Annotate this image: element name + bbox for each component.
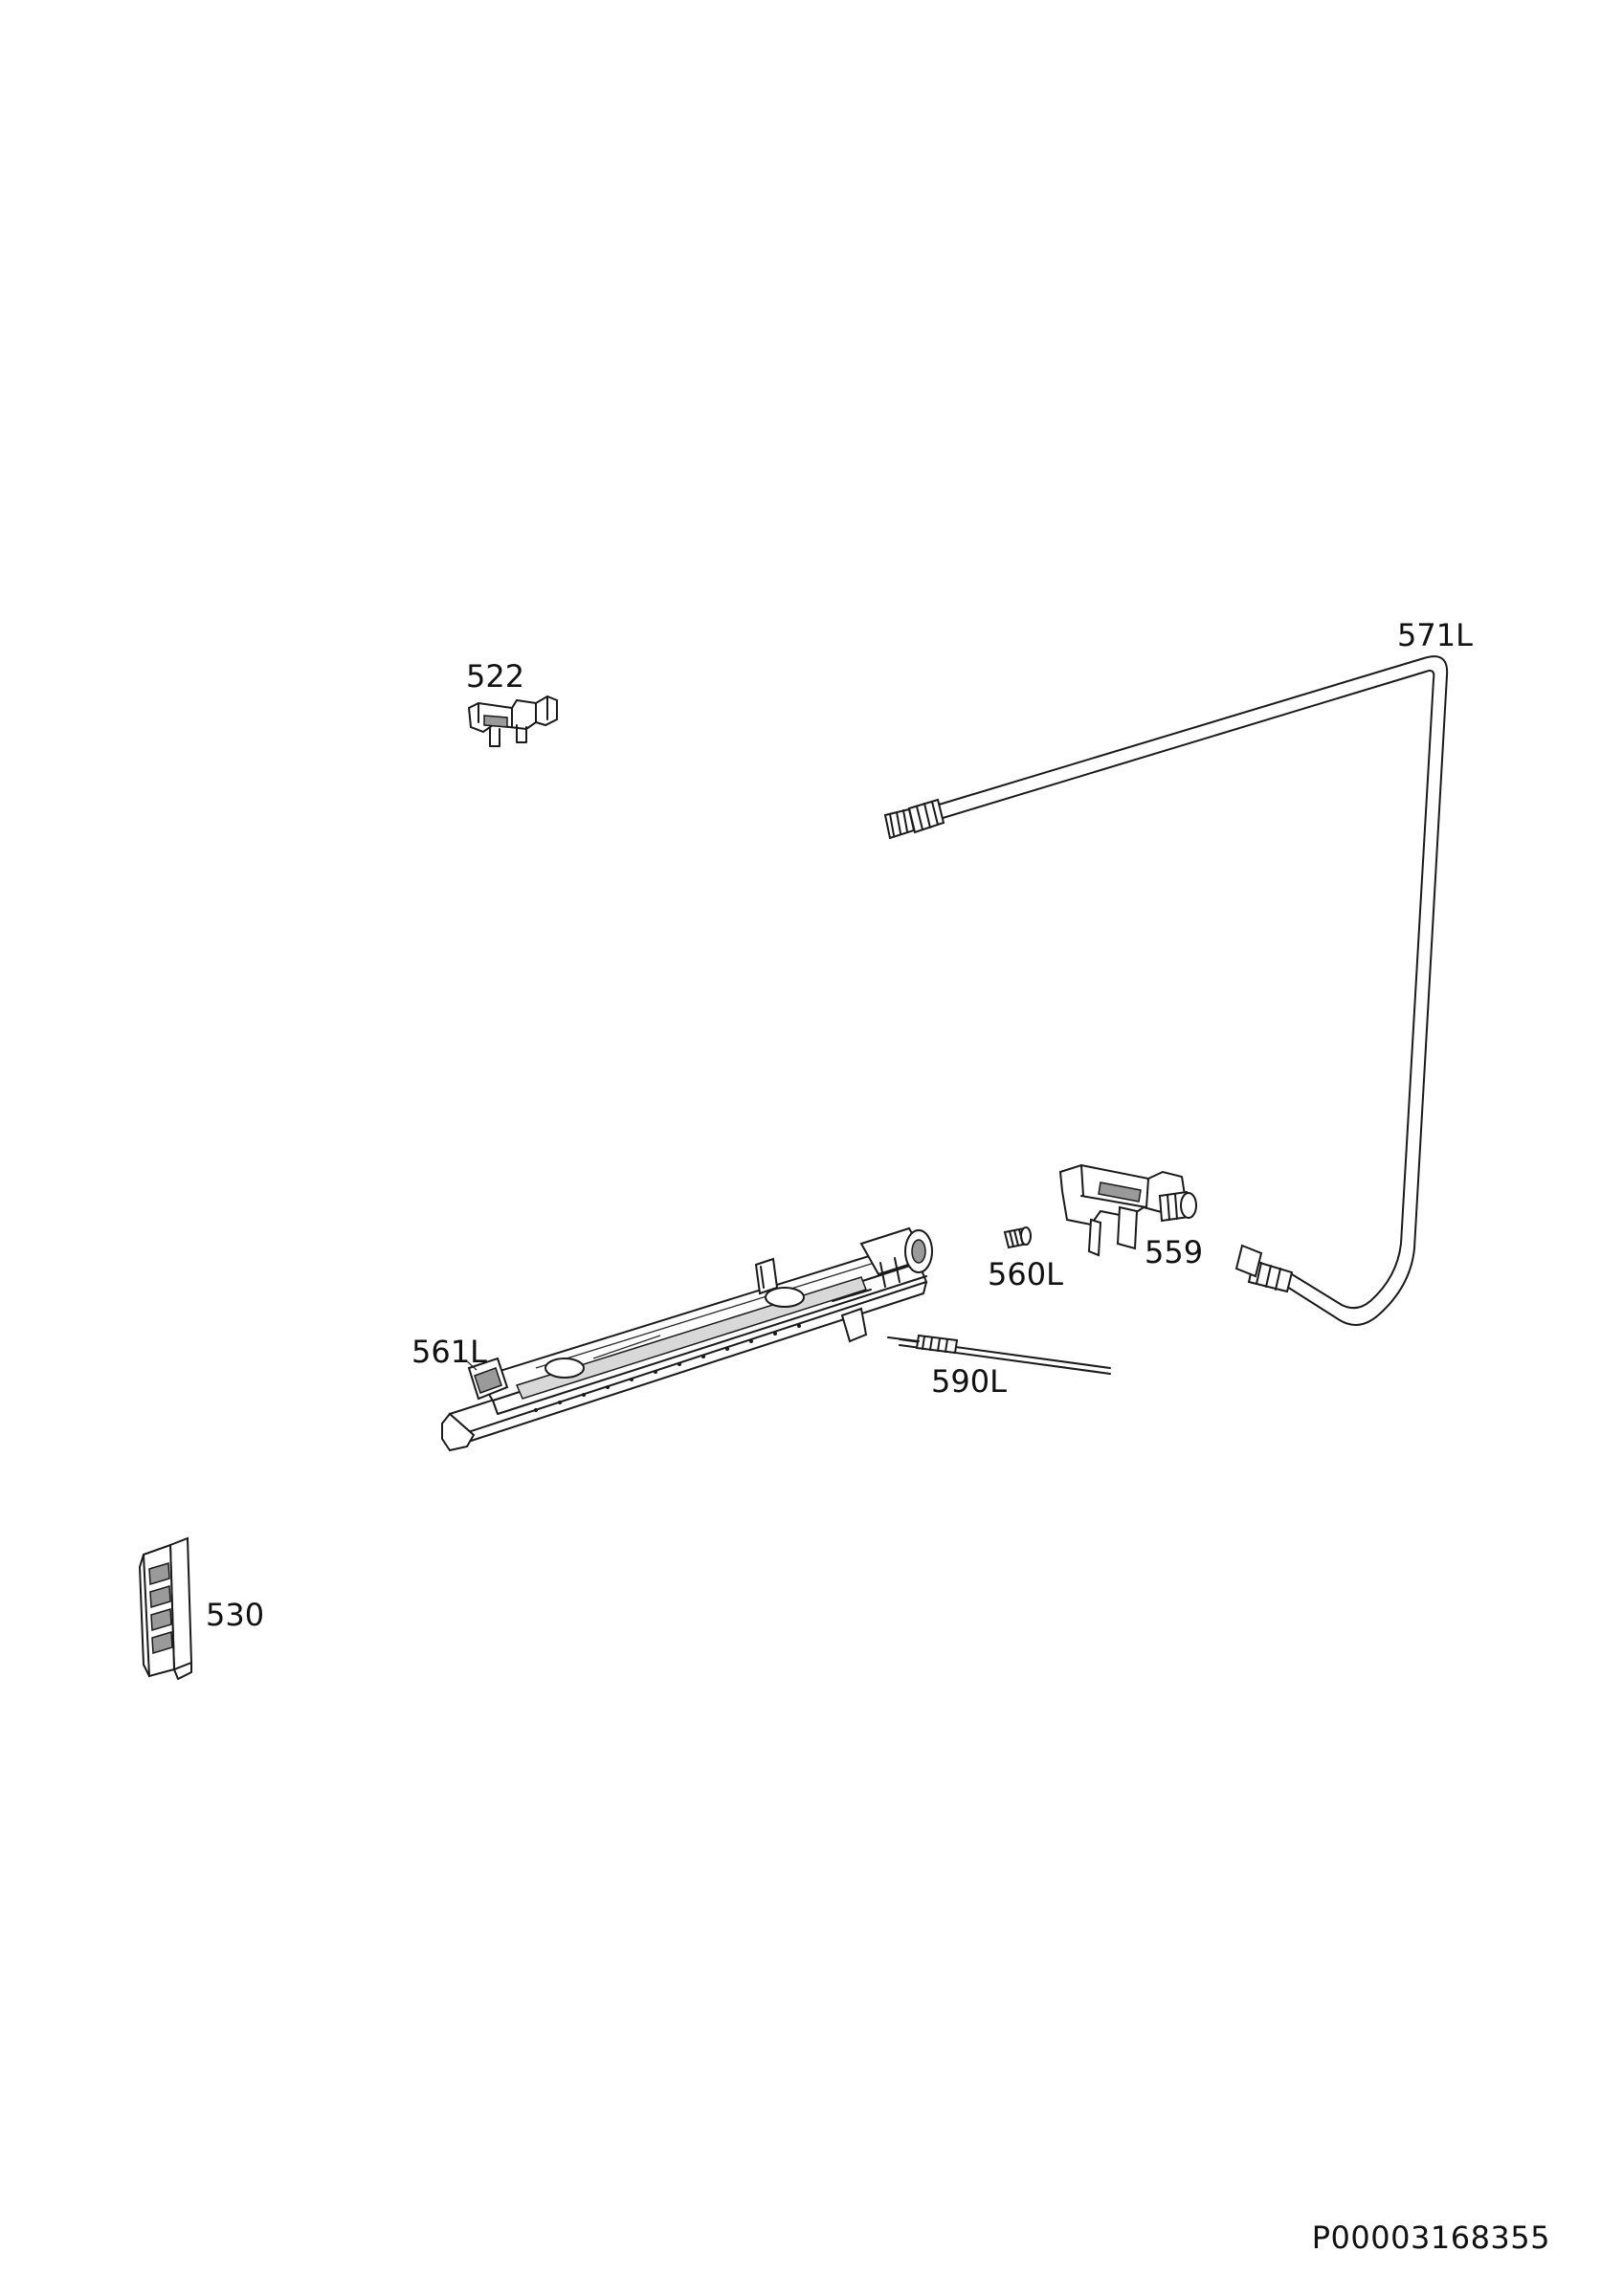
callout-label-559: 559 xyxy=(1145,1234,1204,1270)
document-id: P00003168355 xyxy=(1311,2219,1550,2256)
part-561L-burner-drawing xyxy=(441,1226,933,1452)
part-530-terminal-block-drawing xyxy=(139,1536,193,1680)
part-560L-nozzle-drawing xyxy=(1003,1226,1032,1249)
callout-label-571L: 571L xyxy=(1397,617,1473,653)
part-571L-gas-pipe-drawing xyxy=(883,655,1449,1326)
callout-label-561L: 561L xyxy=(411,1334,487,1370)
part-522-clip-drawing xyxy=(467,695,558,747)
part-559-bracket-drawing xyxy=(1058,1163,1197,1257)
callout-label-590L: 590L xyxy=(931,1363,1007,1400)
callout-label-560L: 560L xyxy=(988,1256,1063,1292)
callout-label-530: 530 xyxy=(206,1597,265,1633)
callout-lines xyxy=(465,1359,478,1371)
burner-holes xyxy=(534,1324,801,1412)
part-590L-thermocouple-drawing xyxy=(887,1334,1111,1375)
callout-label-522: 522 xyxy=(466,658,525,695)
